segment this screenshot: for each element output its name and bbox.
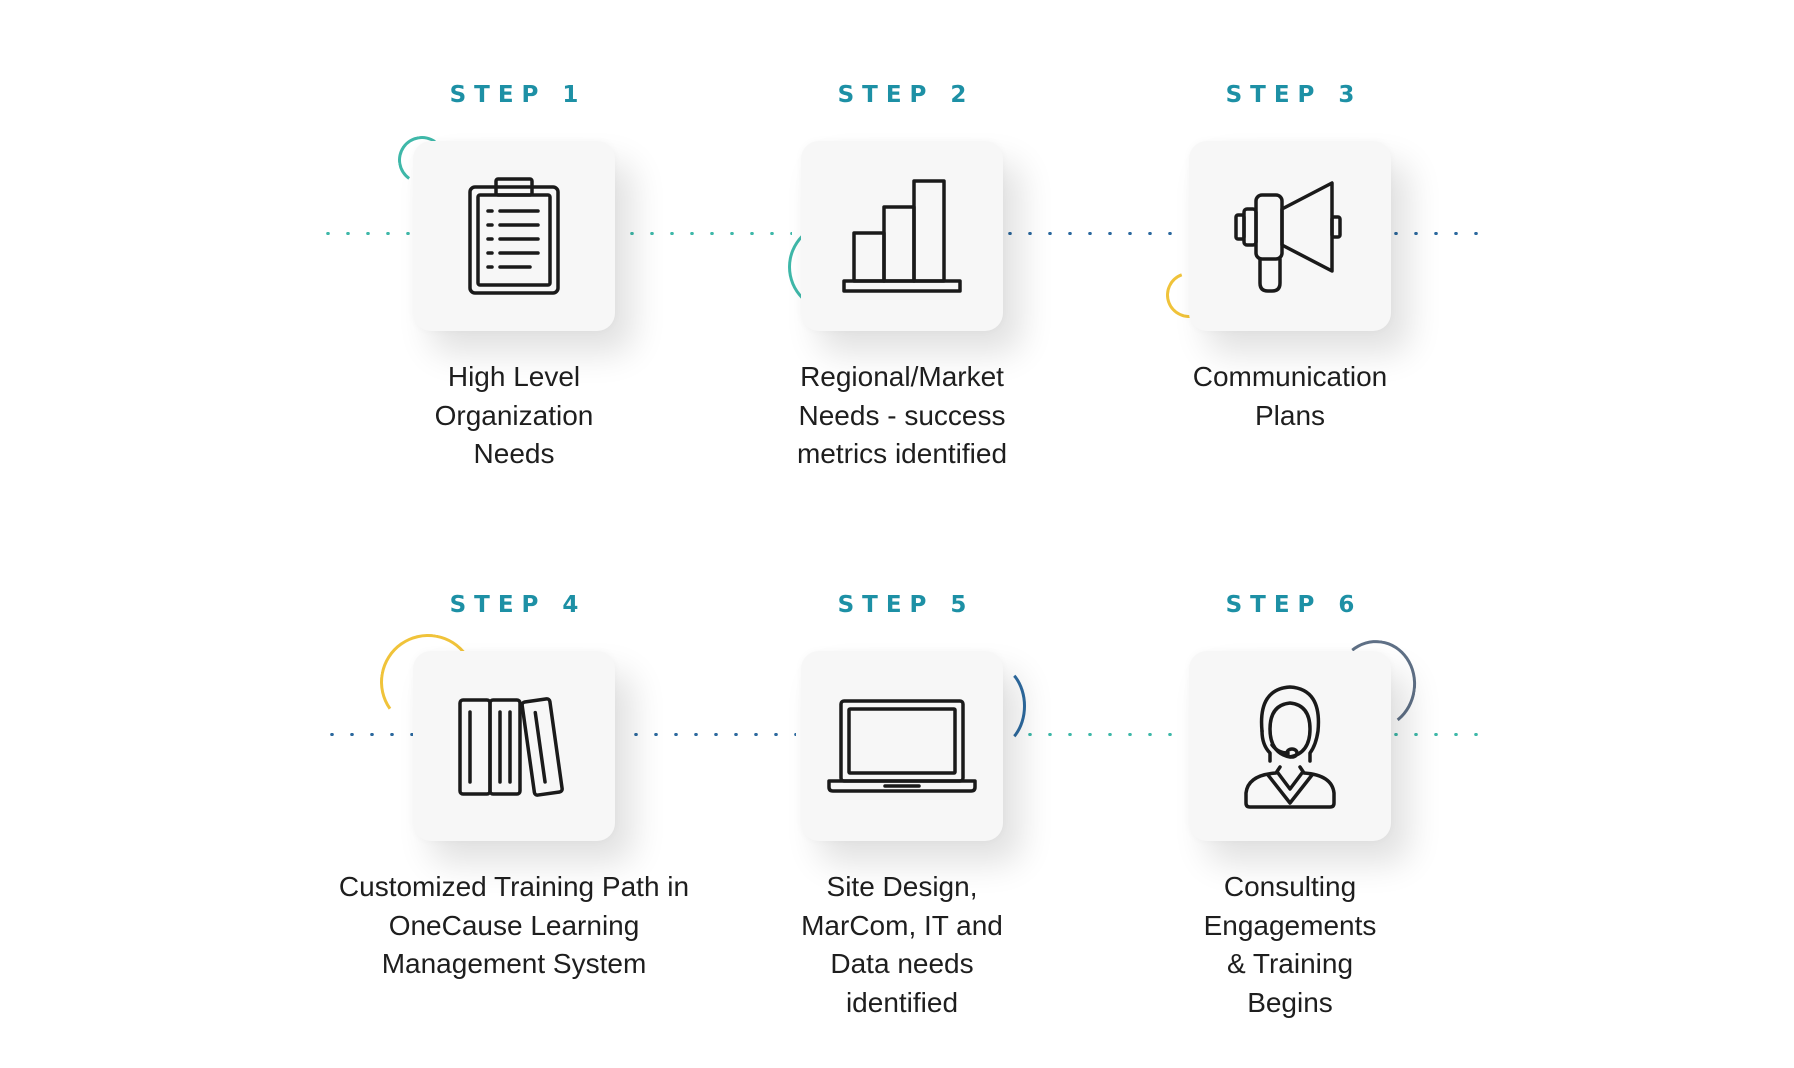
step-4-label: STEP 4 bbox=[449, 592, 587, 618]
support-agent-icon bbox=[1240, 683, 1340, 809]
decorative-arc bbox=[962, 664, 1026, 748]
clipboard-icon bbox=[464, 175, 564, 297]
dotted-connector bbox=[1000, 232, 1180, 235]
dotted-connector bbox=[322, 733, 414, 736]
bar-chart-icon bbox=[840, 177, 964, 295]
step-4-description: Customized Training Path in OneCause Lea… bbox=[338, 871, 690, 979]
decorative-arc bbox=[788, 222, 878, 312]
step-3-label: STEP 3 bbox=[1225, 82, 1363, 108]
step-5-card bbox=[801, 651, 1003, 841]
step-2-label: STEP 2 bbox=[837, 82, 975, 108]
dotted-connector bbox=[1020, 733, 1180, 736]
step-2-description: Regional/Market Needs - success metrics … bbox=[796, 361, 1008, 469]
dotted-connector bbox=[1386, 733, 1478, 736]
dotted-connector bbox=[318, 232, 410, 235]
books-icon bbox=[456, 694, 572, 798]
step-5-label: STEP 5 bbox=[837, 592, 975, 618]
step-1-card bbox=[413, 141, 615, 331]
step-3-description: Communication Plans bbox=[1192, 361, 1388, 431]
step-1-label: STEP 1 bbox=[449, 82, 587, 108]
dotted-connector bbox=[622, 232, 792, 235]
step-6-description: Consulting Engagements & Training Begins bbox=[1203, 871, 1377, 1018]
step-6-card bbox=[1189, 651, 1391, 841]
step-2-card bbox=[801, 141, 1003, 331]
step-1-description: High Level Organization Needs bbox=[434, 361, 594, 469]
dotted-connector bbox=[1386, 232, 1478, 235]
laptop-icon bbox=[827, 697, 977, 795]
step-3-card bbox=[1189, 141, 1391, 331]
step-5-description: Site Design, MarCom, IT and Data needs i… bbox=[801, 871, 1003, 1018]
megaphone-icon bbox=[1234, 179, 1346, 293]
dotted-connector bbox=[626, 733, 796, 736]
step-4-card bbox=[413, 651, 615, 841]
step-6-label: STEP 6 bbox=[1225, 592, 1363, 618]
